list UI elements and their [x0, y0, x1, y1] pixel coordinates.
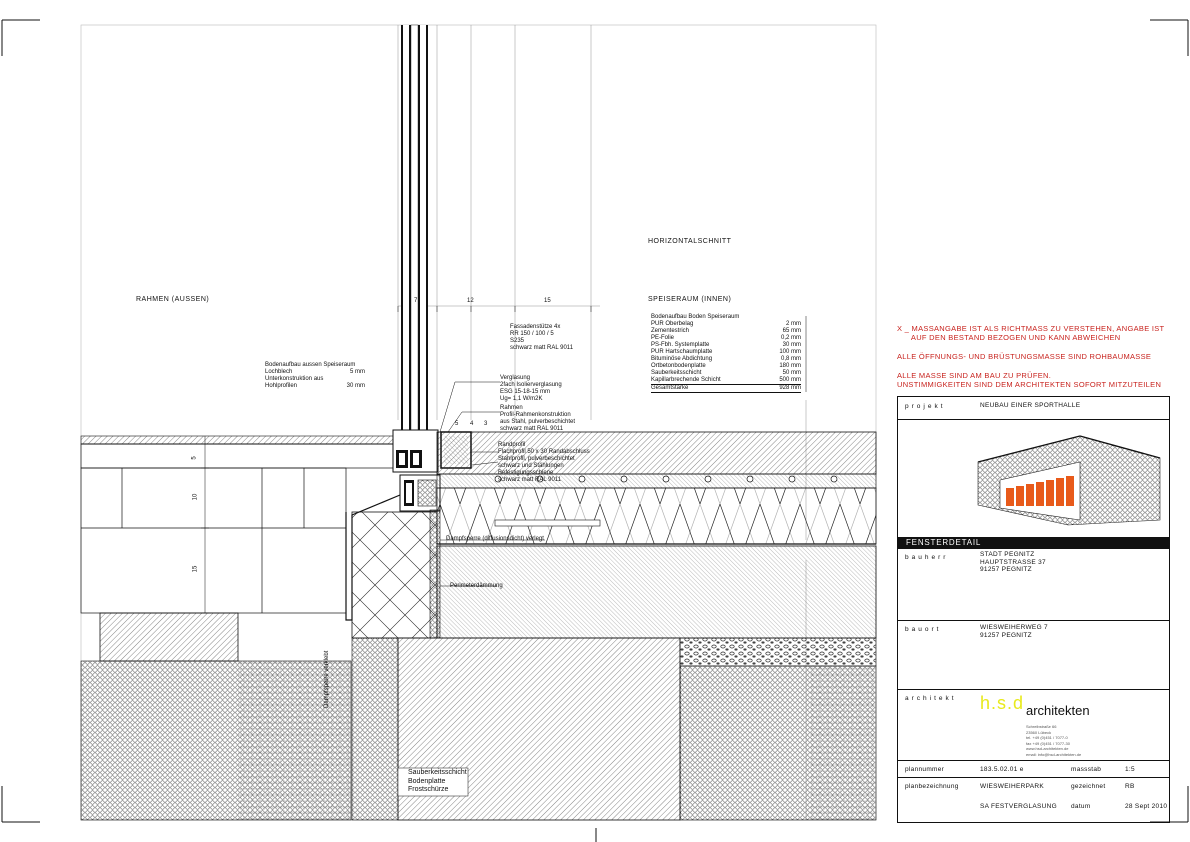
- build-up-row: Bituminöse Abdichtung 0,8 mm: [651, 356, 801, 363]
- sheet-title: FENSTERDETAIL: [898, 537, 1169, 549]
- floor-build-up: Bodenaufbau Boden Speiseraum PUR Oberbel…: [651, 314, 801, 393]
- build-up-name: PS-Fbh. Systemplatte: [651, 342, 710, 348]
- build-up-row: Zementestrich 65 mm: [651, 328, 801, 335]
- build-up-value: 30 mm: [346, 383, 365, 389]
- massstab-value: 1:5: [1125, 766, 1135, 773]
- outside-build-up: Bodenaufbau aussen Speiseraum Lochblech 5…: [265, 362, 365, 390]
- build-up-name: Ortbetonbodenplatte: [651, 363, 706, 369]
- build-up-name: Lochblech: [265, 369, 293, 375]
- build-up-value: 65 mm: [782, 328, 801, 334]
- glazing: [401, 24, 428, 446]
- build-up-row: PS-Fbh. Systemplatte 30 mm: [651, 342, 801, 349]
- planbezeichnung-label: planbezeichnung: [905, 783, 959, 790]
- build-up-row: Sauberkeitsschicht 50 mm: [651, 370, 801, 377]
- dim-side: 5: [191, 456, 198, 460]
- datum-label: datum: [1071, 803, 1091, 810]
- build-up-row: Unterkonstruktion aus: [265, 376, 365, 383]
- plannummer-label: plannummer: [905, 766, 945, 773]
- title-block: projekt NEUBAU EINER SPORTHALLE FENSTERD…: [897, 396, 1170, 823]
- glazing-note: Verglasung 2fach Isolierverglasung ESG 1…: [500, 375, 562, 402]
- foundation: [80, 612, 877, 821]
- edge-profile-note: Randprofil Flachprofil 50 x 30 Randabsch…: [498, 442, 590, 483]
- build-up-name: Sauberkeitsschicht: [651, 370, 702, 376]
- architekt-label: architekt: [905, 695, 957, 702]
- dim-side: 10: [192, 493, 199, 501]
- build-up-value: 30 mm: [782, 342, 801, 348]
- build-up-row: PUR Oberbelag 2 mm: [651, 321, 801, 328]
- logo-text: architekten: [1026, 703, 1090, 718]
- build-up-name: Zementestrich: [651, 328, 690, 334]
- frame-profile: [345, 429, 472, 621]
- projekt-value: NEUBAU EINER SPORTHALLE: [980, 402, 1081, 409]
- label-inside: SPEISERAUM (INNEN): [648, 296, 732, 303]
- frame-note: Rahmen Profil-Rahmenkonstruktion aus Sta…: [500, 405, 576, 432]
- gezeichnet-value: RB: [1125, 783, 1135, 790]
- build-up-name: Bituminöse Abdichtung: [651, 356, 713, 362]
- gezeichnet-label: gezeichnet: [1071, 783, 1106, 790]
- build-up-row: Ortbetonbodenplatte 180 mm: [651, 363, 801, 370]
- label-outside: RAHMEN (AUSSEN): [136, 296, 210, 303]
- dim-top: 15: [544, 298, 551, 304]
- dim-small: 3: [484, 421, 488, 427]
- outside-heading: Bodenaufbau aussen Speiseraum: [265, 362, 356, 368]
- build-up-value: 180 mm: [779, 363, 801, 369]
- vertical-note: Dampfsperre verklebt: [324, 650, 330, 708]
- build-up-name: Unterkonstruktion aus: [265, 376, 324, 382]
- dim-small: 5: [455, 421, 459, 427]
- build-up-value: 5 mm: [350, 369, 365, 375]
- build-up-value: 50 mm: [782, 370, 801, 376]
- build-up-name: PE-Folie: [651, 335, 675, 341]
- plannummer-value: 183.5.02.01 e: [980, 766, 1024, 773]
- bauort-value: WIESWEIHERWEG 7 91257 PEGNITZ: [980, 624, 1048, 639]
- note-openings: ALLE ÖFFNUNGS- UND BRÜSTUNGSMASSE SIND R…: [897, 352, 1152, 361]
- bauherr-label: bauherr: [905, 554, 949, 561]
- perimeter-insulation: [351, 511, 438, 639]
- build-up-row: Hohlprofilen 30 mm: [265, 383, 365, 390]
- dim-small: 4: [470, 421, 474, 427]
- perimeter-note: Perimeterdämmung: [450, 583, 503, 589]
- build-up-row: PUR Hartschaumplatte 100 mm: [651, 349, 801, 356]
- build-up-heading: Bodenaufbau Boden Speiseraum: [651, 314, 740, 320]
- architect-address: Schreibstraße 66 23560 Lübeck tel. +49 (…: [1026, 724, 1082, 757]
- build-up-row: Gesamtstärke 928 mm: [651, 385, 801, 393]
- build-up-name: PUR Oberbelag: [651, 321, 694, 327]
- dim-side: 15: [192, 565, 199, 573]
- facade-note: Fassadenstütze 4x RR 150 / 100 / 5 S235 …: [510, 324, 574, 351]
- logo-mark: h.s.d: [980, 693, 1025, 713]
- build-up-row: PE-Folie 0,2 mm: [651, 335, 801, 342]
- bauherr-value: STADT PEGNITZ HAUPTSTRASSE 37 91257 PEGN…: [980, 551, 1046, 573]
- vapor-note: Dampfsperre (diffusionsdicht) verlegt: [446, 536, 544, 542]
- section-title: HORIZONTALSCHNITT: [648, 238, 732, 245]
- massstab-label: massstab: [1071, 766, 1102, 773]
- note-dimensions: X _ MASSANGABE IST ALS RICHTMASS ZU VERS…: [897, 324, 1165, 342]
- build-up-value: 0,8 mm: [780, 356, 801, 362]
- bottom-notes: Sauberkeitsschicht Bodenplatte Frostschü…: [408, 769, 467, 793]
- build-up-row: Lochblech 5 mm: [265, 369, 365, 376]
- build-up-name: Gesamtstärke: [651, 385, 689, 391]
- build-up-row: Kapillarbrechende Schicht 500 mm: [651, 377, 801, 385]
- build-up-name: Kapillarbrechende Schicht: [651, 377, 721, 383]
- build-up-value: 2 mm: [786, 321, 801, 327]
- datum-value: 28 Sept 2010: [1125, 803, 1168, 810]
- build-up-value: 100 mm: [779, 349, 801, 355]
- projekt-label: projekt: [905, 403, 946, 410]
- note-verify: ALLE MASSE SIND AM BAU ZU PRÜFEN. UNSTIM…: [897, 371, 1162, 389]
- dim-top: 12: [467, 298, 474, 304]
- building-render: [977, 435, 1161, 526]
- interior-floor: [436, 431, 877, 639]
- dim-top: 7: [414, 298, 418, 304]
- build-up-value: 0,2 mm: [780, 335, 801, 341]
- build-up-value: 928 mm: [779, 385, 801, 391]
- build-up-value: 500 mm: [779, 377, 801, 383]
- build-up-name: Hohlprofilen: [265, 383, 298, 389]
- bauort-label: bauort: [905, 626, 942, 633]
- planbezeichnung-value: WIESWEIHERPARK: [980, 783, 1045, 790]
- build-up-name: PUR Hartschaumplatte: [651, 349, 713, 355]
- planbezeichnung-value-2: SA FESTVERGLASUNG: [980, 803, 1057, 810]
